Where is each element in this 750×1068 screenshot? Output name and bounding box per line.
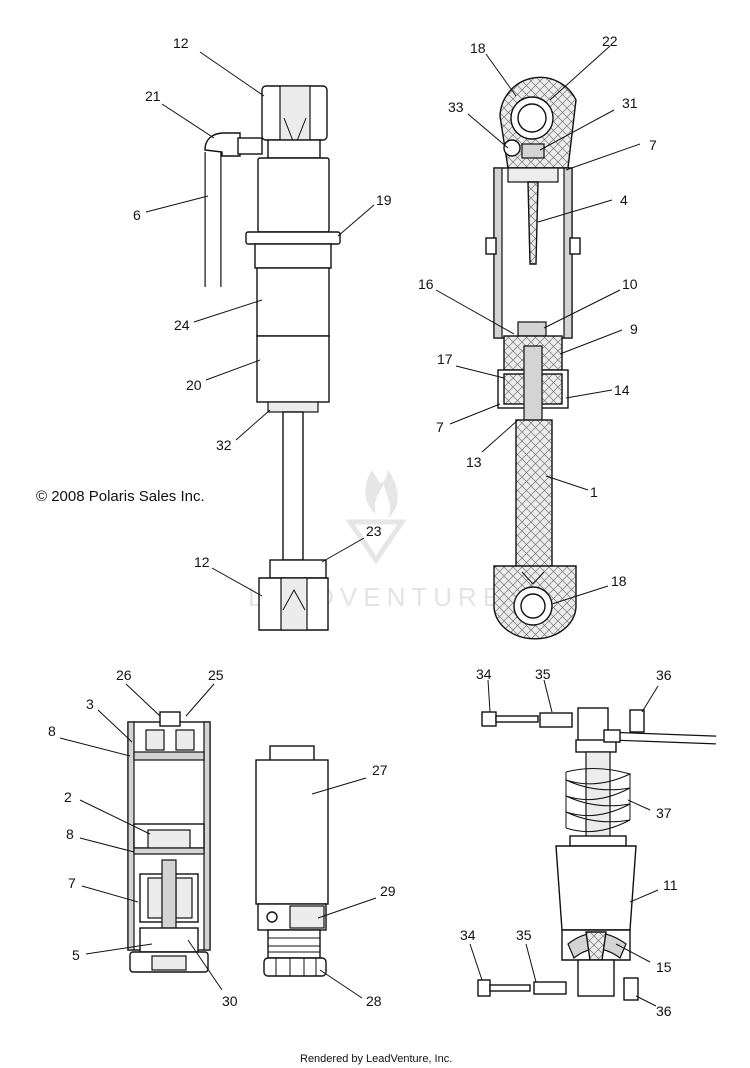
copyright-notice: © 2008 Polaris Sales Inc. [36, 488, 205, 505]
callout-label: 18 [470, 40, 486, 56]
callout-label: 16 [418, 276, 434, 292]
callout-labels-valve: 26 25 3 8 2 8 7 5 30 [48, 667, 238, 1009]
callout-label: 35 [535, 666, 551, 682]
callout-label: 18 [611, 573, 627, 589]
callout-label: 6 [133, 207, 141, 223]
callout-label: 21 [145, 88, 161, 104]
callout-label: 11 [663, 877, 678, 893]
callout-label: 24 [174, 317, 190, 333]
callout-label: 7 [436, 419, 444, 435]
callout-label: 34 [476, 666, 492, 682]
spring-assembly-view [477, 707, 717, 1001]
callout-labels-exterior: 12 21 6 19 24 20 32 23 12 [133, 35, 392, 570]
callout-label: 14 [614, 382, 630, 398]
callout-labels-cutaway: 18 22 33 31 7 4 16 10 9 17 14 7 13 1 18 [418, 33, 657, 589]
callout-label: 10 [622, 276, 638, 292]
reservoir-view [255, 745, 329, 977]
callout-label: 33 [448, 99, 464, 115]
callout-label: 13 [466, 454, 482, 470]
callout-labels-spring: 34 35 36 37 11 34 35 15 36 [460, 666, 678, 1019]
callout-label: 19 [376, 192, 392, 208]
callout-label: 8 [48, 723, 56, 739]
callout-label: 28 [366, 993, 382, 1009]
callout-label: 35 [516, 927, 532, 943]
callout-label: 3 [86, 696, 94, 712]
callout-label: 32 [216, 437, 232, 453]
callout-label: 17 [437, 351, 453, 367]
callout-label: 20 [186, 377, 202, 393]
callout-label: 31 [622, 95, 638, 111]
callout-label: 36 [656, 667, 672, 683]
callout-label: 7 [68, 875, 76, 891]
callout-label: 25 [208, 667, 224, 683]
callout-label: 8 [66, 826, 74, 842]
callout-label: 22 [602, 33, 618, 49]
callout-label: 30 [222, 993, 238, 1009]
callout-label: 26 [116, 667, 132, 683]
shock-cutaway-view [485, 76, 581, 640]
callout-label: 1 [590, 484, 598, 500]
leader-lines [59, 45, 659, 1007]
callout-label: 34 [460, 927, 476, 943]
rendered-by-credit: Rendered by LeadVenture, Inc. [300, 1053, 452, 1065]
callout-label: 23 [366, 523, 382, 539]
callout-labels-reservoir: 27 29 28 [366, 762, 396, 1009]
shock-exterior-view [204, 85, 341, 631]
callout-label: 36 [656, 1003, 672, 1019]
callout-label: 29 [380, 883, 396, 899]
callout-label: 12 [173, 35, 189, 51]
callout-label: 2 [64, 789, 72, 805]
callout-label: 9 [630, 321, 638, 337]
callout-label: 15 [656, 959, 672, 975]
callout-label: 4 [620, 192, 628, 208]
valve-body-view [127, 711, 211, 973]
callout-label: 5 [72, 947, 80, 963]
callout-label: 37 [656, 805, 672, 821]
callout-label: 12 [194, 554, 210, 570]
callout-label: 7 [649, 137, 657, 153]
callout-label: 27 [372, 762, 388, 778]
